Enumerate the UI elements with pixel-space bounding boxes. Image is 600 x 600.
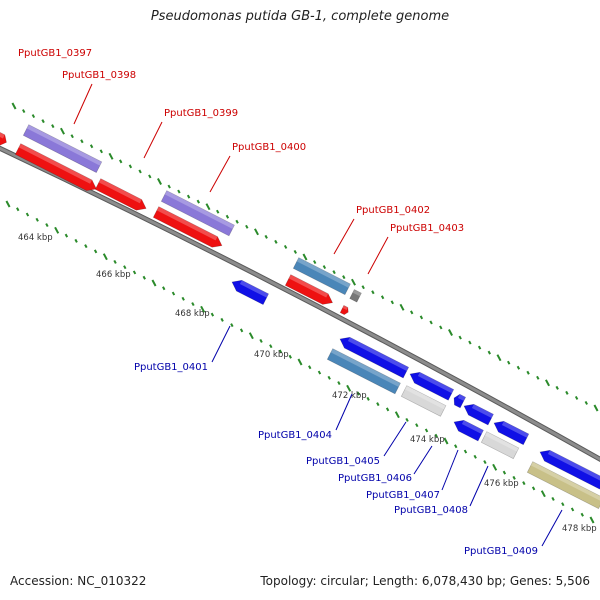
backbone-shadow — [0, 145, 600, 463]
inner-tick-track — [5, 200, 595, 524]
gene-label-0409[interactable]: PputGB1_0409 — [464, 546, 538, 557]
gene-arrow-0400-track1[interactable] — [160, 190, 235, 237]
gene-arrow-0407[interactable] — [451, 417, 484, 442]
leader-line-0407 — [441, 449, 459, 491]
outer-tick-track — [11, 102, 599, 412]
gene-arrow-0408[interactable] — [480, 431, 520, 460]
tick-label-476: 476 kbp — [484, 479, 519, 489]
map-title: Pseudomonas putida GB-1, complete genome — [150, 9, 450, 24]
gene-arrow-0403[interactable] — [349, 289, 362, 303]
gene-arrow-0406[interactable] — [451, 393, 467, 409]
gene-arrow-0406a[interactable] — [461, 401, 494, 426]
gene-arrow-0399[interactable] — [94, 178, 149, 214]
gene-label-0406[interactable]: PputGB1_0406 — [338, 473, 412, 484]
tick-label-472: 472 kbp — [332, 391, 367, 401]
tick-label-474: 474 kbp — [410, 435, 445, 445]
gene-arrow-0405[interactable] — [400, 385, 447, 417]
gene-arrow-0402b[interactable] — [284, 274, 335, 308]
gene-label-0400[interactable]: PputGB1_0400 — [232, 142, 306, 153]
gene-arrow-0397[interactable] — [22, 124, 103, 173]
leader-line-0408 — [469, 465, 489, 507]
gene-arrow-0401[interactable] — [229, 277, 269, 306]
tick-label-466: 466 kbp — [96, 270, 131, 280]
leader-line-0399 — [143, 121, 163, 159]
gene-label-0408[interactable]: PputGB1_0408 — [394, 505, 468, 516]
leader-line-0402 — [333, 218, 355, 255]
leader-line-0403 — [367, 236, 389, 275]
gene-label-0404[interactable]: PputGB1_0404 — [258, 430, 332, 441]
gene-arrow-0404a[interactable] — [337, 334, 410, 379]
leader-line-0405 — [383, 421, 407, 457]
gene-label-0398[interactable]: PputGB1_0398 — [62, 70, 136, 81]
gene-arrow-0402[interactable] — [292, 257, 351, 296]
gene-arrow-0398[interactable] — [14, 143, 99, 195]
leader-line-0398 — [73, 83, 93, 125]
tick-label-470: 470 kbp — [254, 350, 289, 360]
gene-arrow-0403b[interactable] — [339, 305, 350, 315]
gene-label-0407[interactable]: PputGB1_0407 — [366, 490, 440, 501]
gene-label-0403[interactable]: PputGB1_0403 — [390, 223, 464, 234]
gene-arrow-0405a[interactable] — [407, 369, 455, 401]
tick-label-464: 464 kbp — [18, 233, 53, 243]
accession-text: Accession: NC_010322 — [10, 574, 147, 588]
gene-arrow-0396[interactable] — [0, 130, 9, 148]
gene-arrow-0400[interactable] — [152, 206, 224, 251]
gene-arrow-0409a[interactable] — [537, 447, 600, 490]
gene-arrow-0408a[interactable] — [491, 418, 530, 446]
leader-line-0409 — [541, 509, 563, 547]
leader-line-0406 — [413, 445, 433, 475]
genome-summary-text: Topology: circular; Length: 6,078,430 bp… — [260, 574, 590, 588]
gene-label-0399[interactable]: PputGB1_0399 — [164, 108, 238, 119]
gene-label-0402[interactable]: PputGB1_0402 — [356, 205, 430, 216]
gene-arrow-0409[interactable] — [526, 461, 600, 510]
gene-arrow-0404[interactable] — [326, 348, 401, 395]
tick-label-478: 478 kbp — [562, 524, 597, 534]
tick-label-468: 468 kbp — [175, 309, 210, 319]
leader-line-0401 — [211, 325, 231, 363]
gene-label-0401[interactable]: PputGB1_0401 — [134, 362, 208, 373]
leader-line-0400 — [209, 155, 231, 193]
gene-label-0397[interactable]: PputGB1_0397 — [18, 48, 92, 59]
leader-line-0404 — [335, 393, 353, 431]
gene-label-0405[interactable]: PputGB1_0405 — [306, 456, 380, 467]
